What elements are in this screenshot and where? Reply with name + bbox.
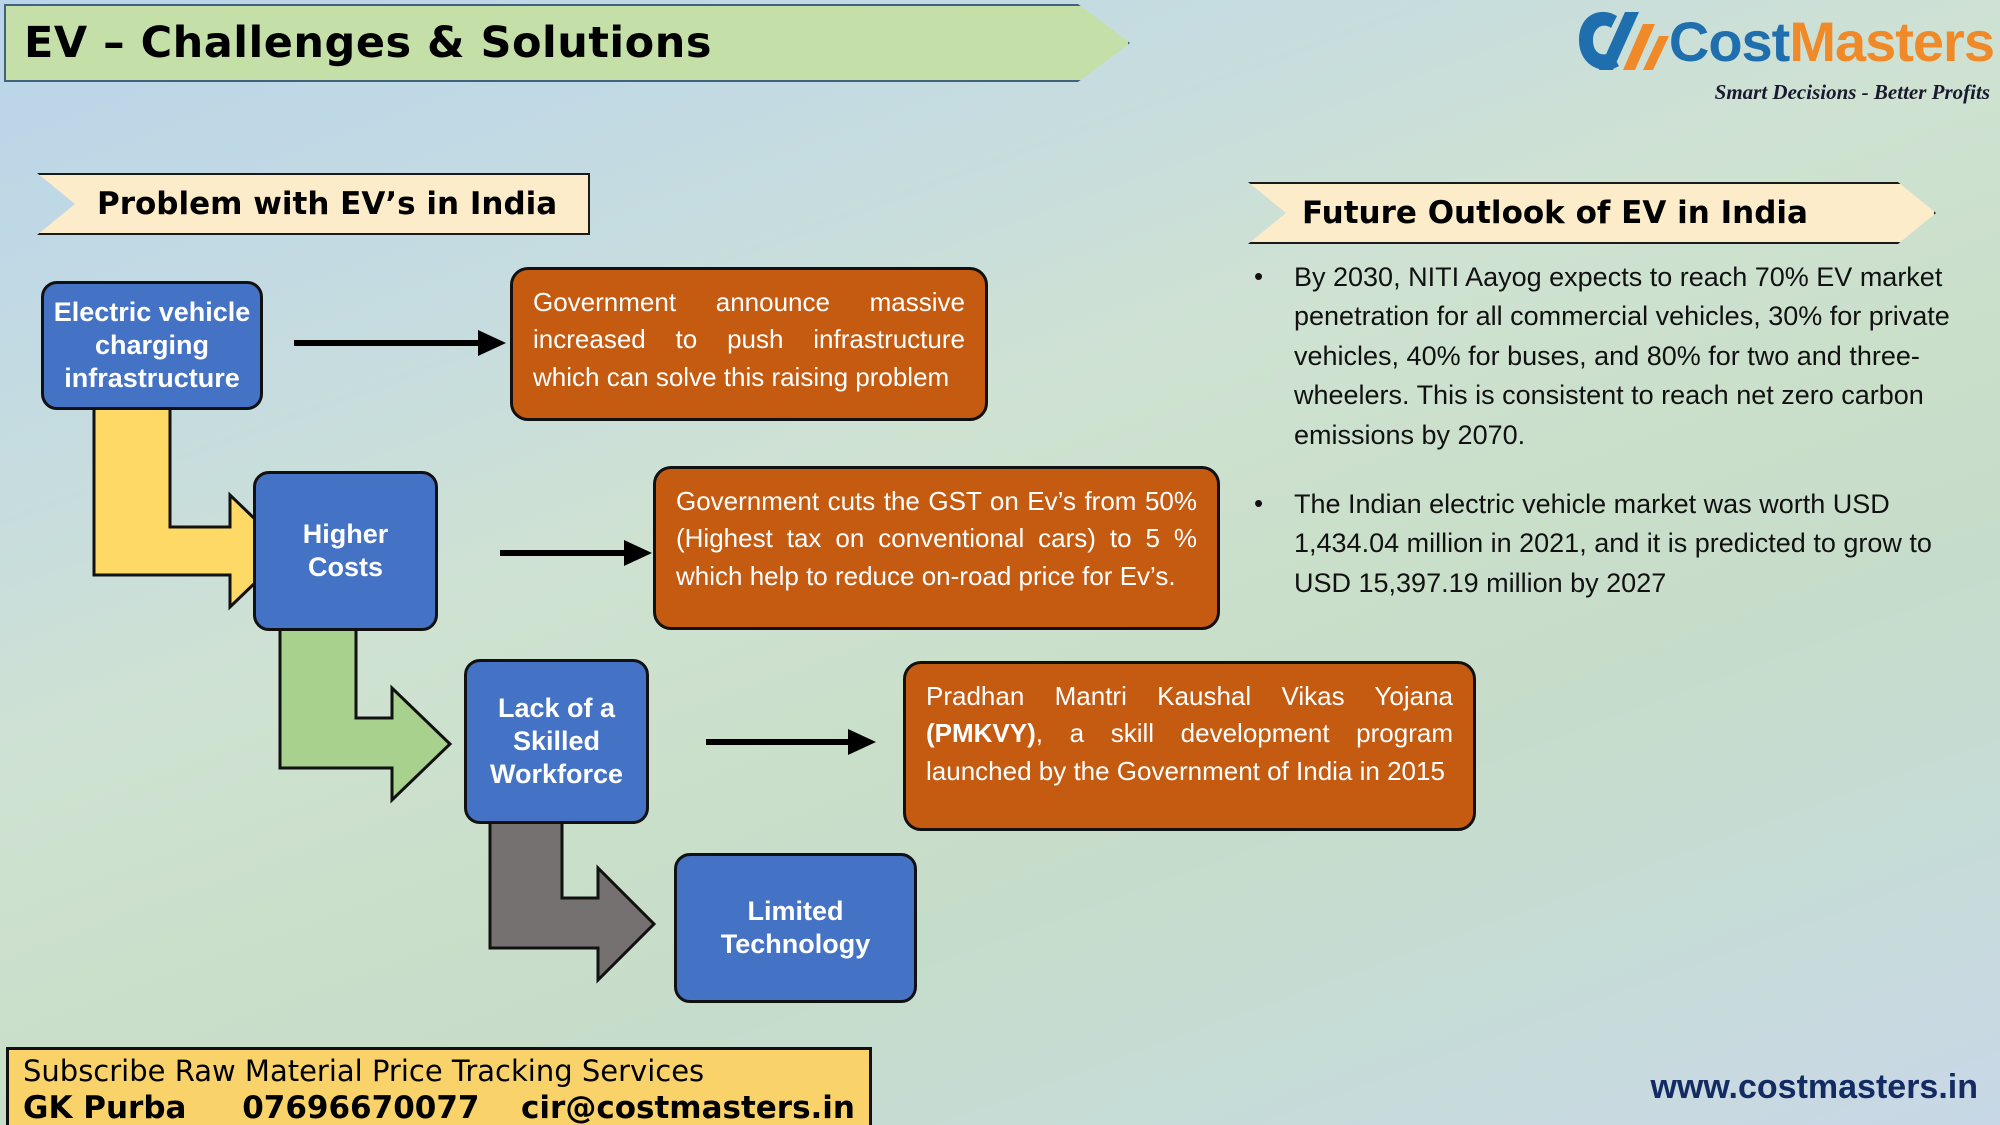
problem-box-limited-technology-label: Limited Technology [720, 895, 871, 959]
problem-box-higher-costs[interactable]: Higher Costs [253, 471, 438, 631]
future-outlook-bullet-2: The Indian electric vehicle market was w… [1294, 489, 1932, 598]
bullet-marker-icon: • [1254, 261, 1264, 291]
contact-email[interactable]: cir@costmasters.in [521, 1090, 855, 1125]
problem-box-skilled-workforce[interactable]: Lack of a Skilled Workforce [464, 659, 649, 824]
logo-word-cost: Cost [1668, 10, 1790, 73]
list-item: • By 2030, NITI Aayog expects to reach 7… [1248, 258, 1966, 455]
problem-box-charging-infrastructure[interactable]: Electric vehicle charging infrastructure [41, 281, 263, 410]
problem-box-skilled-workforce-label: Lack of a Skilled Workforce [489, 692, 624, 790]
logo-word-masters: Masters [1789, 10, 1995, 73]
logo-tagline: Smart Decisions - Better Profits [1714, 80, 1990, 104]
straight-arrow-workforce-solution [706, 729, 876, 755]
section-heading-problem: Problem with EV’s in India [37, 173, 590, 235]
slide-title-banner: EV – Challenges & Solutions [4, 4, 1130, 82]
solution-box-pmkvy[interactable]: Pradhan Mantri Kaushal Vikas Yojana (PMK… [903, 661, 1476, 831]
solution-box-pmkvy-acronym: (PMKVY) [926, 718, 1036, 749]
solution-box-pmkvy-pre: Pradhan Mantri Kaushal Vikas Yojana [926, 681, 1453, 711]
problem-box-limited-technology[interactable]: Limited Technology [674, 853, 917, 1003]
subscribe-footer-headline: Subscribe Raw Material Price Tracking Se… [23, 1054, 705, 1088]
contact-name: GK Purba [23, 1090, 187, 1125]
section-heading-future-outlook-label: Future Outlook of EV in India [1302, 195, 1808, 231]
bullet-marker-icon: • [1254, 488, 1264, 519]
section-heading-problem-label: Problem with EV’s in India [97, 186, 558, 222]
website-url[interactable]: www.costmasters.in [1650, 1068, 1978, 1106]
straight-arrow-charging-solution [294, 330, 506, 356]
subscribe-footer-box[interactable]: Subscribe Raw Material Price Tracking Se… [6, 1047, 872, 1125]
elbow-arrow-workforce-to-technology [488, 818, 657, 984]
straight-arrow-costs-solution [500, 540, 652, 566]
solution-box-pmkvy-post: , a skill development program launched b… [926, 718, 1453, 786]
list-item: • The Indian electric vehicle market was… [1248, 485, 1966, 603]
future-outlook-bullet-1: By 2030, NITI Aayog expects to reach 70%… [1294, 262, 1950, 450]
page-title: EV – Challenges & Solutions [24, 18, 712, 68]
problem-box-higher-costs-label: Higher Costs [302, 518, 389, 582]
costmasters-c-slash-icon [1578, 11, 1669, 70]
solution-box-gst-cut[interactable]: Government cuts the GST on Ev’s from 50%… [653, 466, 1220, 630]
solution-box-infrastructure[interactable]: Government announce massive increased to… [510, 267, 988, 421]
contact-phone: 07696670077 [242, 1090, 480, 1125]
elbow-arrow-costs-to-workforce [278, 625, 453, 804]
section-heading-future-outlook: Future Outlook of EV in India [1248, 182, 1936, 244]
future-outlook-list: • By 2030, NITI Aayog expects to reach 7… [1248, 258, 1966, 633]
problem-box-charging-infrastructure-label: Electric vehicle charging infrastructure [53, 296, 251, 394]
